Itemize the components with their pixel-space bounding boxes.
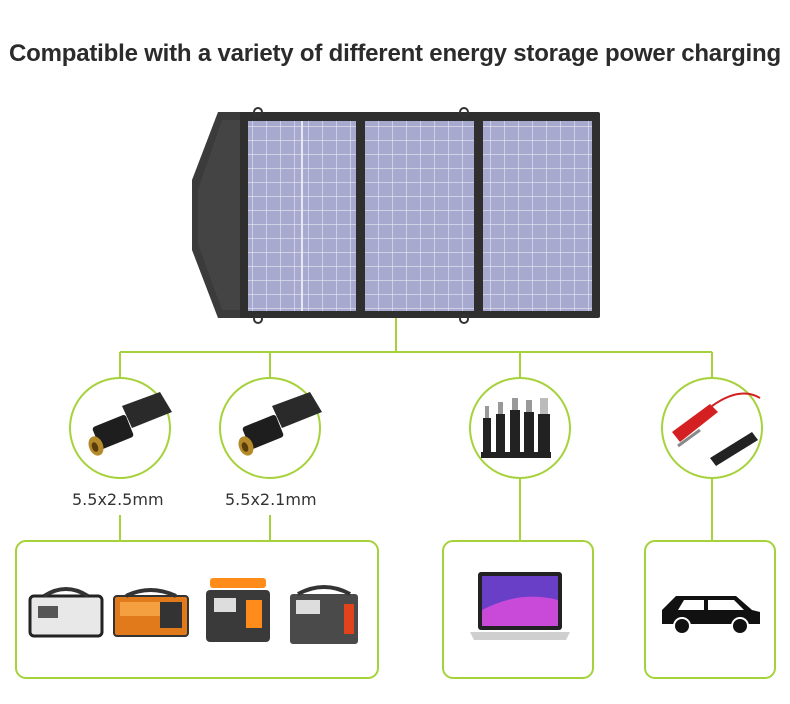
multi-tip-adapter-icon bbox=[469, 377, 571, 479]
portable-power-station-icon bbox=[206, 578, 270, 642]
connector-label-5-5x2-1: 5.5x2.1mm bbox=[225, 490, 317, 509]
portable-power-station-icon bbox=[113, 588, 189, 637]
headline: Compatible with a variety of different e… bbox=[9, 40, 781, 67]
battery-clamp-icon bbox=[661, 377, 763, 479]
power-station-box bbox=[15, 540, 379, 679]
connector-label-5-5x2-5: 5.5x2.5mm bbox=[72, 490, 164, 509]
dc-barrel-plug-icon bbox=[219, 377, 322, 479]
portable-power-station-icon bbox=[290, 585, 358, 644]
car-icon bbox=[662, 596, 760, 635]
portable-power-station-icon bbox=[28, 587, 104, 638]
laptop-icon bbox=[470, 572, 570, 640]
dc-barrel-plug-icon bbox=[69, 377, 172, 479]
solar-panel bbox=[192, 107, 600, 324]
connection-lines bbox=[119, 318, 713, 540]
